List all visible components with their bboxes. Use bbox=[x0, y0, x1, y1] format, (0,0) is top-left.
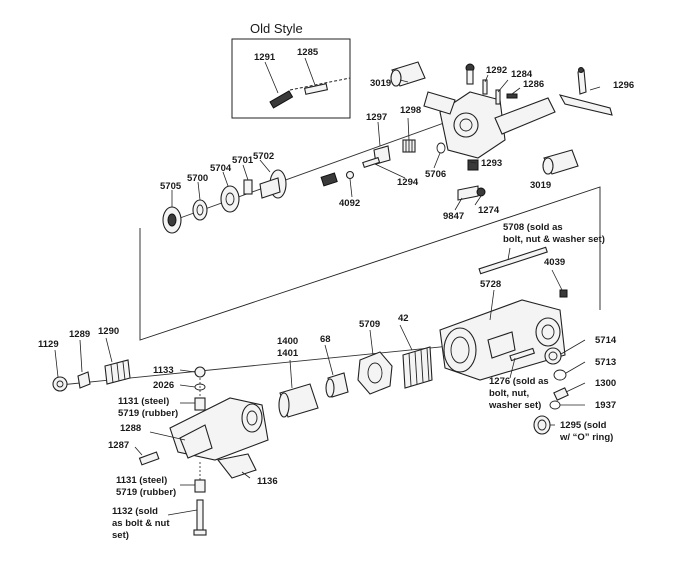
label-5705: 5705 bbox=[160, 181, 182, 192]
label-5702: 5702 bbox=[253, 151, 274, 162]
label-1274: 1274 bbox=[478, 205, 500, 216]
label-4092: 4092 bbox=[339, 198, 360, 209]
label-5713: 5713 bbox=[595, 357, 616, 368]
part-labels: 1291 1285 3019 1292 1284 1286 1296 1297 … bbox=[38, 47, 634, 541]
label-1400: 1400 bbox=[277, 336, 298, 347]
label-5708-line1: 5708 (sold as bbox=[503, 222, 563, 233]
label-1131-bottom-line1: 1131 (steel) bbox=[116, 475, 167, 486]
label-1276-line1: 1276 (sold as bbox=[489, 376, 549, 387]
label-1132-line2: as bolt & nut bbox=[112, 518, 170, 529]
sleeve-3019-top bbox=[390, 61, 426, 87]
label-5701: 5701 bbox=[232, 155, 254, 166]
label-1133: 1133 bbox=[153, 365, 174, 376]
label-1293: 1293 bbox=[481, 158, 502, 169]
label-5704: 5704 bbox=[210, 163, 232, 174]
label-1276-line3: washer set) bbox=[488, 400, 541, 411]
label-1131-bottom-line2: 5719 (rubber) bbox=[116, 487, 176, 498]
lower-housing-5728 bbox=[439, 246, 568, 381]
label-3019-bottom: 3019 bbox=[530, 180, 551, 191]
upper-axis-parts bbox=[162, 139, 446, 234]
label-5709: 5709 bbox=[359, 319, 380, 330]
label-1132-line1: 1132 (sold bbox=[112, 506, 158, 517]
label-1298: 1298 bbox=[400, 105, 421, 116]
label-1288: 1288 bbox=[120, 423, 141, 434]
lever-1296 bbox=[558, 67, 613, 116]
label-5706: 5706 bbox=[425, 169, 446, 180]
spring-1293 bbox=[467, 159, 479, 171]
label-1131-top-line2: 5719 (rubber) bbox=[118, 408, 178, 419]
label-3019-top: 3019 bbox=[370, 78, 391, 89]
label-42: 42 bbox=[398, 313, 409, 324]
label-1289: 1289 bbox=[69, 329, 90, 340]
lower-axis-parts bbox=[52, 346, 433, 418]
leader-lines bbox=[54, 74, 601, 516]
label-1296: 1296 bbox=[613, 80, 634, 91]
label-9847: 9847 bbox=[443, 211, 464, 222]
part-1285-old bbox=[289, 77, 351, 95]
label-1129: 1129 bbox=[38, 339, 59, 350]
label-4039: 4039 bbox=[544, 257, 565, 268]
label-1290: 1290 bbox=[98, 326, 119, 337]
label-5728: 5728 bbox=[480, 279, 501, 290]
label-1276-line2: bolt, nut, bbox=[489, 388, 529, 399]
label-68: 68 bbox=[320, 334, 331, 345]
label-1297: 1297 bbox=[366, 112, 387, 123]
label-1132-line3: set) bbox=[112, 530, 129, 541]
label-1401: 1401 bbox=[277, 348, 299, 359]
label-5708-line2: bolt, nut & washer set) bbox=[503, 234, 605, 245]
label-1295-line2: w/ “O” ring) bbox=[559, 432, 613, 443]
label-1937: 1937 bbox=[595, 400, 616, 411]
lower-left-housing bbox=[138, 366, 269, 536]
label-1295-line1: 1295 (sold bbox=[560, 420, 607, 431]
label-5700: 5700 bbox=[187, 173, 208, 184]
label-1300: 1300 bbox=[595, 378, 616, 389]
inset-title: Old Style bbox=[250, 21, 303, 36]
sleeve-3019-bottom bbox=[542, 149, 579, 175]
part-1291-old bbox=[269, 90, 294, 109]
label-1284: 1284 bbox=[511, 69, 533, 80]
label-1136: 1136 bbox=[257, 476, 278, 487]
label-1294: 1294 bbox=[397, 177, 419, 188]
parts-9847-1274 bbox=[457, 185, 486, 201]
label-1291: 1291 bbox=[254, 52, 276, 63]
old-style-inset: Old Style bbox=[231, 21, 351, 119]
label-1286: 1286 bbox=[523, 79, 544, 90]
upper-housing bbox=[423, 63, 556, 159]
label-5714: 5714 bbox=[595, 335, 617, 346]
label-1292: 1292 bbox=[486, 65, 507, 76]
right-fittings bbox=[509, 347, 569, 435]
label-1131-top-line1: 1131 (steel) bbox=[118, 396, 169, 407]
label-1287: 1287 bbox=[108, 440, 129, 451]
label-2026: 2026 bbox=[153, 380, 174, 391]
assembly-bracket-line bbox=[139, 186, 601, 341]
label-1285: 1285 bbox=[297, 47, 319, 58]
